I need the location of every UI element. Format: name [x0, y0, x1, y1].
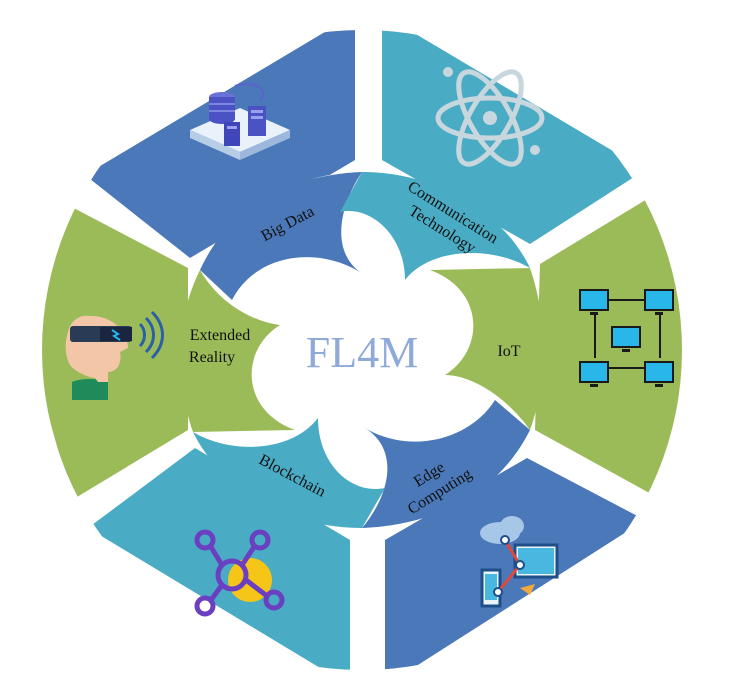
- vr-headset-icon: [65, 310, 164, 400]
- cloud-devices-icon: [480, 516, 559, 608]
- label-iot: IoT: [497, 343, 520, 360]
- inner-segment-communication: [340, 172, 530, 280]
- blockchain-nodes-icon: [194, 529, 285, 617]
- network-computers-icon: [579, 289, 674, 387]
- inner-segment-blockchain: [193, 418, 385, 528]
- inner-segment-big-data: [200, 172, 362, 300]
- inner-segment-edge-computing: [362, 400, 530, 528]
- inner-swirl: [180, 172, 544, 528]
- inner-segment-iot: [430, 268, 544, 430]
- center-title: FL4M: [306, 328, 418, 377]
- database-servers-icon: [190, 83, 290, 160]
- atom-icon: [435, 67, 545, 167]
- label-extended-line1: Extended: [190, 327, 250, 344]
- label-extended-line2: Reality: [189, 349, 235, 366]
- inner-segment-extended-reality: [180, 270, 295, 432]
